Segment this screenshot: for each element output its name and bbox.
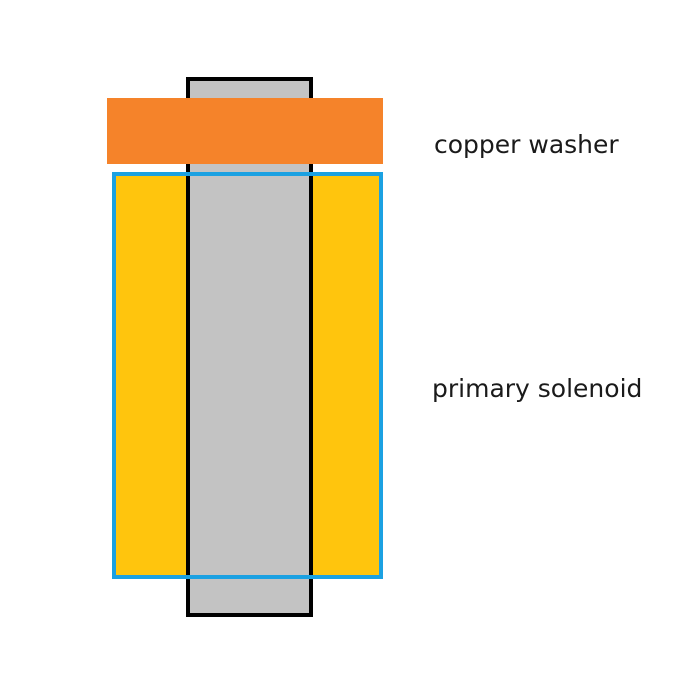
solenoid-coil-right xyxy=(311,174,381,577)
primary-solenoid-label: primary solenoid xyxy=(432,374,643,403)
copper-washer xyxy=(107,98,383,164)
core-rod xyxy=(186,77,313,617)
solenoid-outline xyxy=(112,172,383,579)
solenoid-coil-left xyxy=(116,174,188,577)
copper-washer-label: copper washer xyxy=(434,130,619,159)
